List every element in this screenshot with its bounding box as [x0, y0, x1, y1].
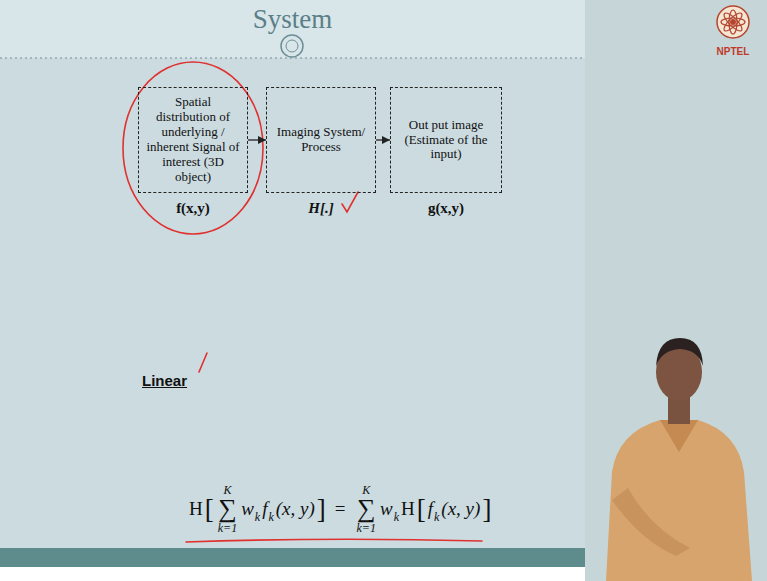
linearity-equation: H[K∑k=1wkfk(x, y)]=K∑k=1wkH[fk(x, y)]: [188, 484, 492, 534]
presenter-shirt: [606, 420, 752, 581]
equation-term: k: [434, 510, 439, 525]
summation-group: K∑k=1: [357, 484, 376, 534]
equation-term: K: [223, 484, 231, 496]
logo-center: [730, 19, 736, 25]
signal-symbol: g(x,y): [379, 200, 513, 217]
title-band: [0, 0, 585, 58]
presenter-figure: [606, 338, 752, 581]
equation-term: f: [428, 498, 433, 520]
equation-term: ∑: [357, 496, 376, 522]
slide-title: System: [0, 4, 585, 35]
equation-term: (x, y): [276, 498, 315, 520]
equation-term: w: [380, 498, 393, 520]
side-panel: [585, 0, 767, 581]
equation-term: k=1: [357, 522, 376, 534]
process-box: Spatial distribution of underlying / inh…: [138, 87, 248, 193]
equation-term: ∑: [218, 496, 237, 522]
equation-term: K: [362, 484, 370, 496]
presenter-hair: [656, 338, 703, 366]
nptel-logo: [717, 6, 749, 38]
logo-ring: [717, 6, 749, 38]
summation-group: K∑k=1: [218, 484, 237, 534]
process-box: Out put image (Estimate of the input)g(x…: [390, 87, 502, 193]
equation-term: f: [262, 498, 267, 520]
equation-term: ]: [317, 494, 326, 525]
process-box: Imaging System/ ProcessH[.]: [266, 87, 376, 193]
equation-term: k: [268, 510, 273, 525]
box-text: Spatial distribution of underlying / inh…: [144, 95, 242, 185]
annotation-tick: [342, 192, 358, 212]
footer-band: [0, 548, 585, 567]
signal-symbol: f(x,y): [127, 200, 259, 217]
presenter-arm: [612, 488, 690, 556]
title-ornament: [281, 35, 303, 57]
signal-symbol: H[.]: [255, 200, 387, 217]
logo-petals: [721, 10, 745, 34]
equation-term: k=1: [218, 522, 237, 534]
box-text: Out put image (Estimate of the input): [396, 118, 496, 163]
equation-term: H: [401, 498, 415, 520]
logo-text: NPTEL: [709, 46, 757, 57]
equation-term: (x, y): [441, 498, 480, 520]
equation-term: k: [255, 510, 260, 525]
title-ornament: [286, 40, 298, 52]
section-label: Linear: [142, 372, 187, 389]
equation-term: w: [241, 498, 254, 520]
flow-arrow: [376, 139, 390, 140]
annotation-mark: [199, 353, 207, 372]
equation-term: [: [417, 494, 426, 525]
slide-ground: [0, 0, 585, 548]
annotation-underline: [186, 539, 482, 542]
box-text: Imaging System/ Process: [272, 125, 370, 155]
equation-term: k: [394, 510, 399, 525]
equation-term: [: [205, 494, 214, 525]
flow-arrow: [248, 139, 266, 140]
equation-term: =: [335, 498, 346, 520]
equation-term: H: [189, 498, 203, 520]
annotation-circle: [123, 62, 263, 234]
equation-term: ]: [482, 494, 491, 525]
presenter-collar: [660, 420, 698, 452]
